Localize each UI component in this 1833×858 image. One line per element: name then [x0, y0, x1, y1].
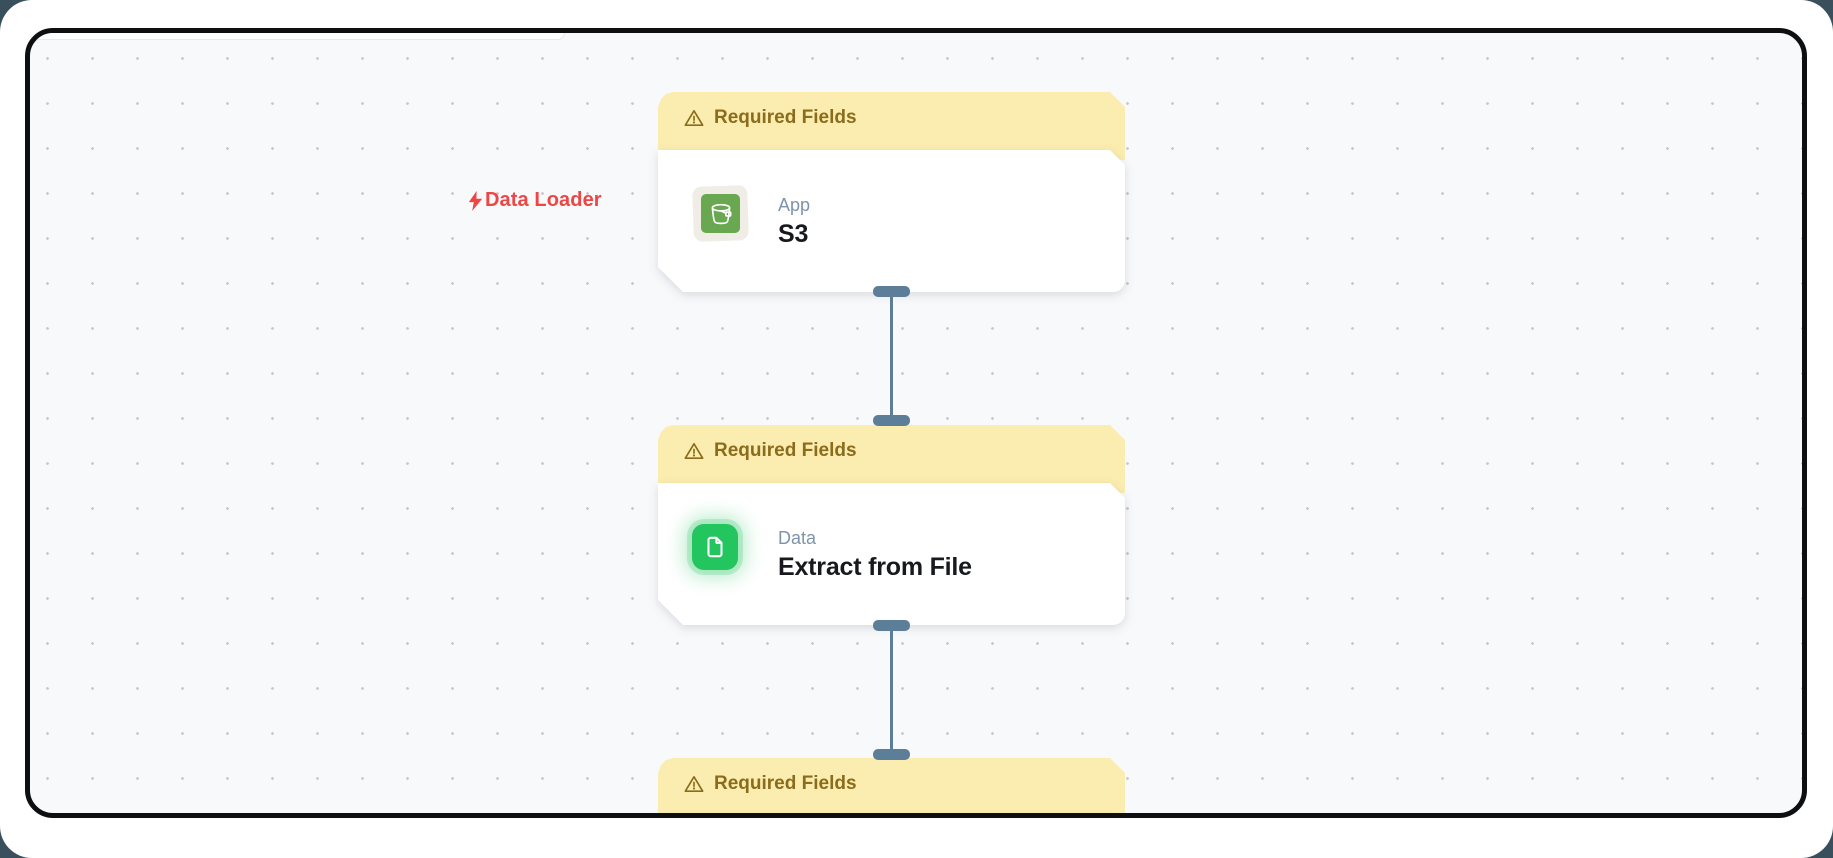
node-s3[interactable]: Required Fields	[658, 92, 1125, 292]
input-port-next[interactable]	[873, 749, 910, 760]
node-card[interactable]: Data Extract from File	[658, 483, 1125, 625]
node-bottom-partial[interactable]: Required Fields	[658, 758, 1125, 818]
node-card[interactable]: App S3	[658, 150, 1125, 292]
connector-extract-to-next	[890, 625, 893, 755]
output-port-s3[interactable]	[873, 286, 910, 297]
node-category: App	[778, 195, 811, 215]
toolbar-panel-edge	[30, 33, 565, 40]
node-extract-from-file[interactable]: Required Fields Data Extract from File	[658, 425, 1125, 625]
node-title: Extract from File	[778, 553, 972, 581]
node-title: S3	[778, 220, 809, 248]
node-category: Data	[778, 528, 817, 548]
s3-bucket-icon	[692, 185, 749, 242]
output-port-extract[interactable]	[873, 620, 910, 631]
warning-triangle-icon	[684, 108, 704, 128]
phase-label-text: Data Loader	[485, 189, 602, 211]
warning-triangle-icon	[684, 441, 704, 461]
required-fields-banner: Required Fields	[658, 92, 1125, 160]
required-fields-label: Required Fields	[714, 773, 857, 794]
connector-s3-to-extract	[890, 291, 893, 421]
warning-triangle-icon	[684, 774, 704, 794]
lightning-bolt-icon	[468, 190, 483, 211]
required-fields-banner: Required Fields	[658, 758, 1125, 818]
flow-canvas[interactable]: Data Loader Required Fields	[25, 28, 1807, 818]
phase-label-data-loader[interactable]: Data Loader	[468, 189, 602, 212]
node-card[interactable]	[658, 816, 1125, 818]
required-fields-banner: Required Fields	[658, 425, 1125, 493]
input-port-extract[interactable]	[873, 415, 910, 426]
file-document-icon	[692, 524, 738, 570]
required-fields-label: Required Fields	[714, 440, 857, 461]
required-fields-label: Required Fields	[714, 107, 857, 128]
